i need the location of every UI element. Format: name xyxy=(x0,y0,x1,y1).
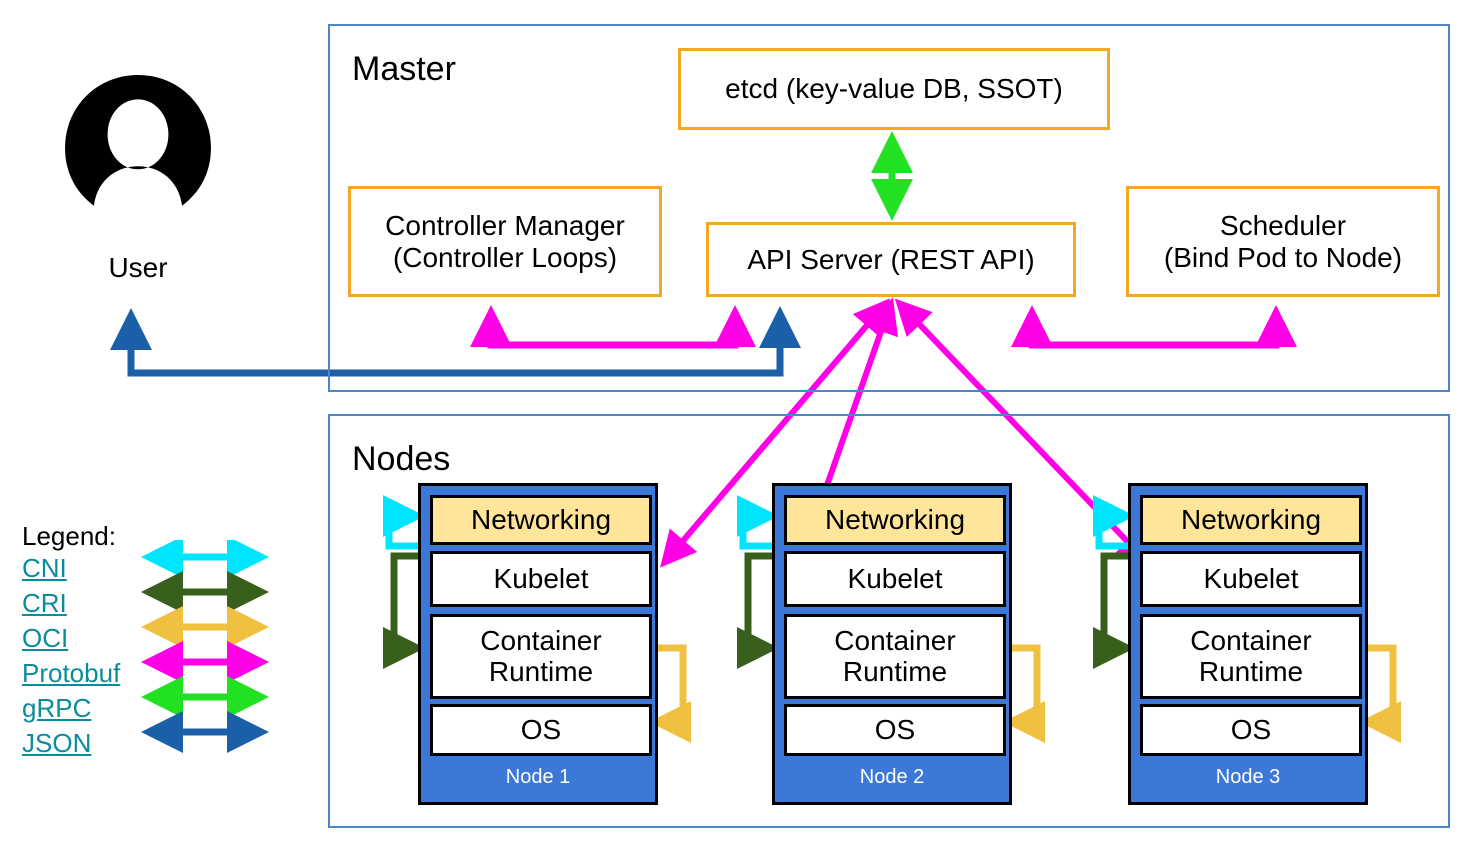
api-server-box[interactable]: API Server (REST API) xyxy=(706,222,1076,297)
legend-item-oci[interactable]: OCI xyxy=(22,623,69,653)
user-avatar-icon xyxy=(65,75,211,206)
node-2-label: Node 2 xyxy=(859,766,925,788)
node-1-label: Node 1 xyxy=(505,766,571,788)
nodes-group-label: Nodes xyxy=(352,440,451,478)
node-2-kubelet[interactable]: Kubelet xyxy=(784,551,1006,607)
node-3-container-runtime[interactable]: Container Runtime xyxy=(1140,614,1362,699)
node-2[interactable]: Networking Kubelet Container Runtime OS … xyxy=(772,483,1012,805)
scheduler-box[interactable]: Scheduler (Bind Pod to Node) xyxy=(1126,186,1440,297)
etcd-box[interactable]: etcd (key-value DB, SSOT) xyxy=(678,48,1110,130)
legend-title: Legend: xyxy=(22,521,116,551)
controller-manager-box[interactable]: Controller Manager (Controller Loops) xyxy=(348,186,662,297)
legend-item-cri[interactable]: CRI xyxy=(22,588,67,618)
node-1-kubelet[interactable]: Kubelet xyxy=(430,551,652,607)
node-3-kubelet[interactable]: Kubelet xyxy=(1140,551,1362,607)
node-3[interactable]: Networking Kubelet Container Runtime OS … xyxy=(1128,483,1368,805)
master-group xyxy=(328,24,1450,392)
node-1-networking[interactable]: Networking xyxy=(430,495,652,545)
node-3-os[interactable]: OS xyxy=(1140,704,1362,756)
legend-item-protobuf[interactable]: Protobuf xyxy=(22,658,121,688)
node-2-networking[interactable]: Networking xyxy=(784,495,1006,545)
legend-item-grpc[interactable]: gRPC xyxy=(22,693,92,723)
user-label: User xyxy=(108,252,168,283)
node-1-container-runtime[interactable]: Container Runtime xyxy=(430,614,652,699)
node-2-container-runtime[interactable]: Container Runtime xyxy=(784,614,1006,699)
node-1[interactable]: Networking Kubelet Container Runtime OS … xyxy=(418,483,658,805)
legend-swatches xyxy=(141,540,269,753)
nodes-group xyxy=(328,414,1450,828)
node-2-os[interactable]: OS xyxy=(784,704,1006,756)
master-group-label: Master xyxy=(352,50,456,88)
legend-item-cni[interactable]: CNI xyxy=(22,553,67,583)
legend-item-json[interactable]: JSON xyxy=(22,728,92,758)
node-1-os[interactable]: OS xyxy=(430,704,652,756)
node-3-networking[interactable]: Networking xyxy=(1140,495,1362,545)
node-3-label: Node 3 xyxy=(1215,766,1281,788)
